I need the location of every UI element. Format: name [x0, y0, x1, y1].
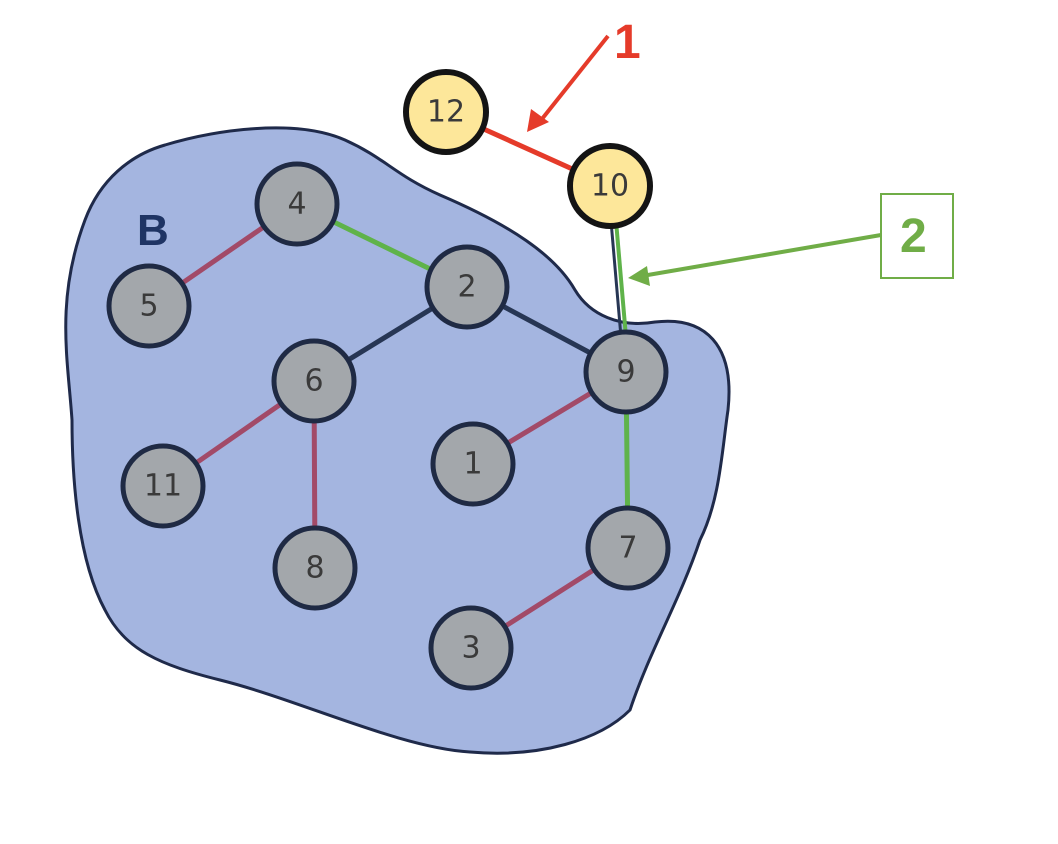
node-3-circle: [428, 605, 514, 691]
callout-2-arrowhead: [628, 266, 650, 286]
callout-1-arrowhead: [527, 109, 549, 132]
node-4-label: 4: [287, 187, 306, 222]
callout-2-box: [880, 193, 954, 279]
node-10-circle: [567, 143, 653, 229]
node-12: 12: [403, 69, 489, 155]
node-7-label: 7: [618, 531, 637, 566]
node-2-label: 2: [457, 270, 476, 305]
node-3-label: 3: [461, 631, 480, 666]
node-7-circle: [585, 505, 671, 591]
callout-1-arrow: [536, 34, 610, 126]
node-6-label: 6: [304, 364, 323, 399]
node-9-circle: [583, 329, 669, 415]
node-7: 7: [585, 505, 671, 591]
node-12-circle: [403, 69, 489, 155]
node-12-label: 12: [427, 95, 465, 130]
nodes-layer: 4 2 5 6 9 11 8 1 7 3 12 10: [106, 69, 671, 691]
node-1-label: 1: [463, 447, 482, 482]
node-5: 5: [106, 263, 192, 349]
node-4-circle: [254, 161, 340, 247]
node-5-circle: [106, 263, 192, 349]
node-6-circle: [271, 338, 357, 424]
node-8: 8: [272, 525, 358, 611]
node-11: 11: [120, 443, 206, 529]
node-8-circle: [272, 525, 358, 611]
node-11-circle: [120, 443, 206, 529]
region-b-blob: [64, 126, 731, 755]
callout-1-label: 1: [614, 16, 641, 69]
node-10: 10: [567, 143, 653, 229]
callout-2: 2: [628, 193, 954, 286]
callout-1: 1: [527, 16, 641, 132]
node-10-label: 10: [591, 169, 629, 204]
node-8-label: 8: [305, 551, 324, 586]
node-11-label: 11: [144, 469, 182, 504]
node-2-circle: [424, 244, 510, 330]
node-6: 6: [271, 338, 357, 424]
region-label: B: [137, 206, 169, 255]
callout-2-arrow: [641, 233, 882, 278]
node-5-label: 5: [139, 289, 158, 324]
node-4: 4: [254, 161, 340, 247]
node-1-circle: [430, 421, 516, 507]
node-9: 9: [583, 329, 669, 415]
node-3: 3: [428, 605, 514, 691]
callout-2-label: 2: [900, 210, 927, 263]
node-1: 1: [430, 421, 516, 507]
node-9-label: 9: [616, 355, 635, 390]
node-2: 2: [424, 244, 510, 330]
